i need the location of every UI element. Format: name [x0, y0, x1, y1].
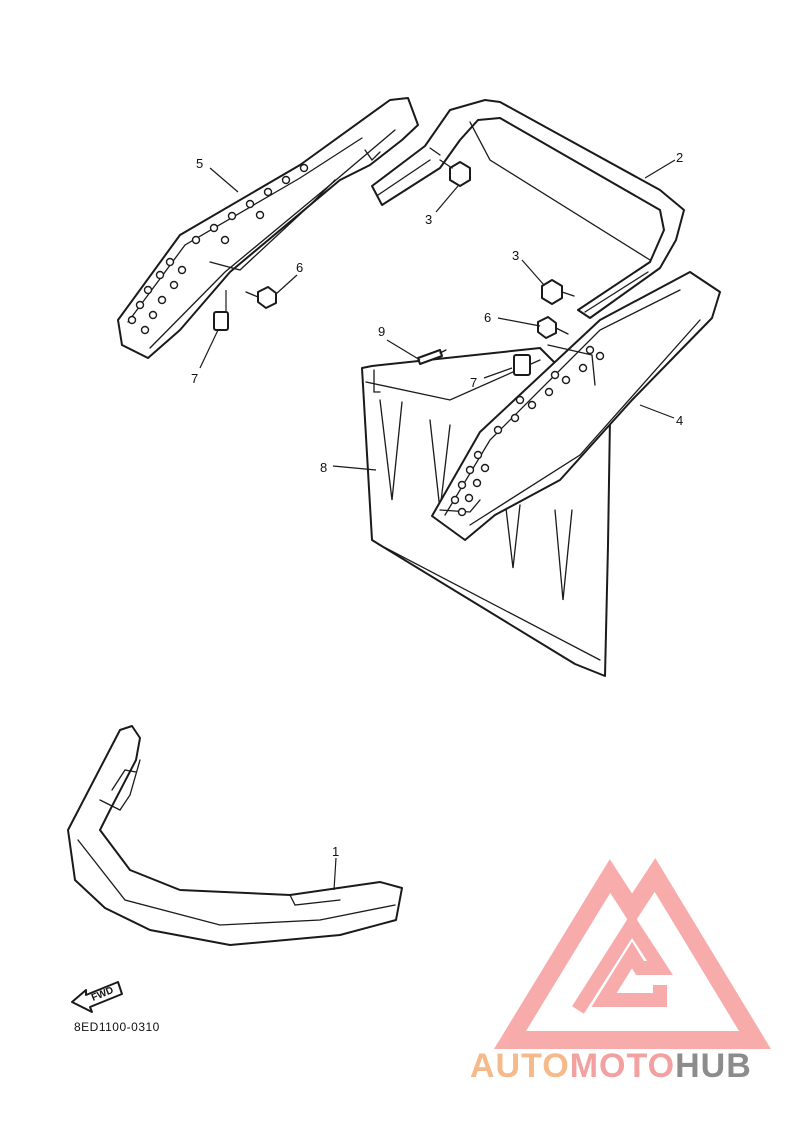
nut-6-left-icon	[245, 286, 277, 309]
callout-3-lower: 3	[512, 248, 519, 263]
callout-1: 1	[332, 844, 339, 859]
fwd-arrow-icon: FWD	[71, 981, 123, 1013]
rivet-9-icon	[417, 349, 447, 365]
callout-numbers: 1 2 3 3 4 5 6 6 7 7 8 9	[191, 150, 683, 859]
part-1-front-bumper	[67, 725, 403, 946]
callout-2: 2	[676, 150, 683, 165]
callout-3-upper: 3	[425, 212, 432, 227]
callout-6-right: 6	[484, 310, 491, 325]
clip-7-left-icon	[213, 311, 229, 331]
leader-lines	[199, 159, 676, 891]
watermark-auto: AUTO	[470, 1047, 570, 1085]
clip-7-right-icon	[513, 354, 531, 376]
watermark-text: AUTOMOTOHUB	[470, 1047, 752, 1086]
bolt-3-upper-icon	[439, 159, 471, 187]
watermark-hub: HUB	[675, 1047, 752, 1085]
callout-9: 9	[378, 324, 385, 339]
watermark-moto: MOTO	[569, 1047, 676, 1085]
callout-5: 5	[196, 156, 203, 171]
drawing-code: 8ED1100-0310	[74, 1020, 160, 1034]
rail-4-holes	[450, 345, 605, 517]
part-5-side-rail-left	[117, 97, 419, 359]
callout-7-right: 7	[470, 375, 477, 390]
nut-6-right-icon	[537, 316, 569, 339]
watermark-logo-icon	[493, 858, 771, 1049]
bolt-3-lower-icon	[541, 279, 575, 305]
callout-7-left: 7	[191, 371, 198, 386]
callout-8: 8	[320, 460, 327, 475]
part-2-grab-bar	[371, 99, 685, 319]
callout-6-left: 6	[296, 260, 303, 275]
callout-4: 4	[676, 413, 683, 428]
part-4-side-rail-right	[431, 271, 721, 541]
rail-5-holes	[127, 163, 309, 335]
